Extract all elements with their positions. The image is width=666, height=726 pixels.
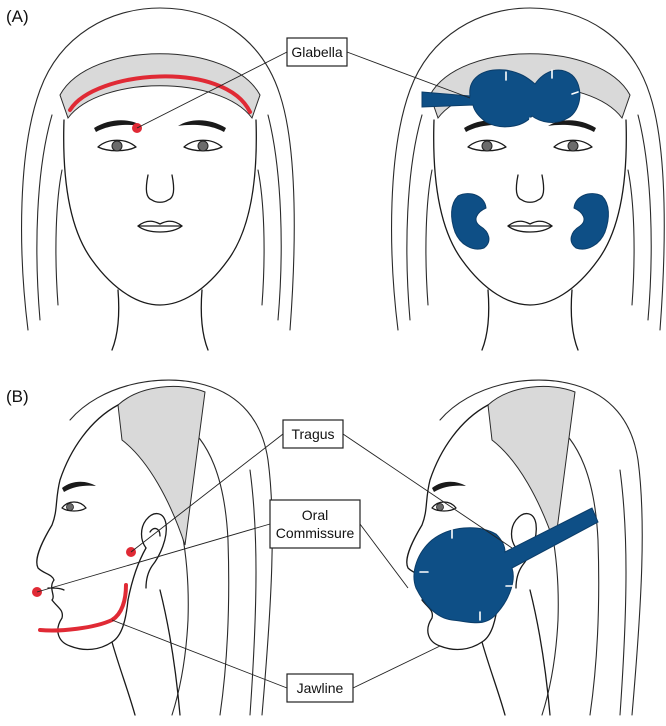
forehead-patch (421, 69, 581, 128)
front-face-right (391, 7, 665, 351)
oral-commissure-label-line1: Oral (302, 507, 328, 523)
panel-label-a: (A) (6, 7, 29, 26)
glabella-callout: Glabella (136, 37, 471, 129)
jaw-patch (413, 507, 599, 624)
panel-label-b: (B) (6, 387, 29, 406)
oral-commissure-label-line2: Commissure (276, 525, 355, 541)
jawline-callout: Jawline (111, 619, 441, 703)
cheek-patch-left (451, 193, 490, 250)
profile-face-left (32, 379, 273, 716)
profile-face-right (406, 379, 643, 716)
glabella-label: Glabella (291, 44, 343, 60)
oral-commissure-callout: Oral Commissure (36, 499, 409, 593)
cheek-patch-right (570, 193, 609, 250)
front-face-left (21, 7, 295, 351)
tragus-label: Tragus (291, 426, 334, 442)
jawline-label: Jawline (297, 680, 344, 696)
tragus-callout: Tragus (130, 419, 513, 553)
